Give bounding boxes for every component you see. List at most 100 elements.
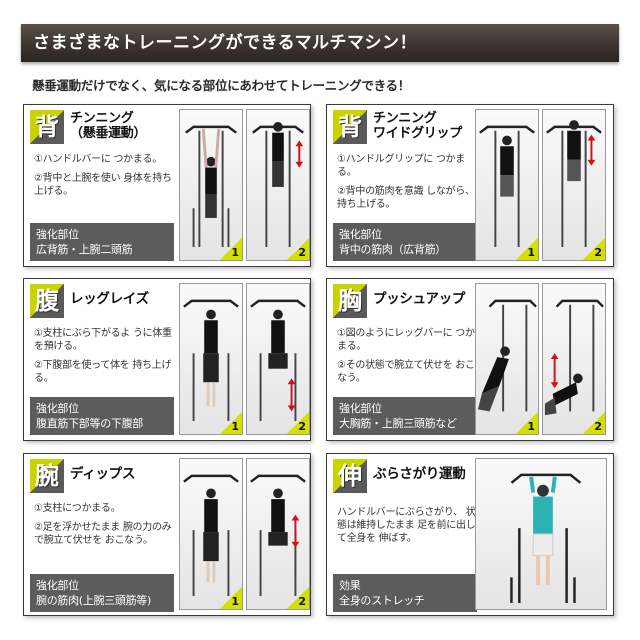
effect-label: 強化部位 [36, 228, 79, 241]
effect-value: 大胸筋・上腕三頭筋など [339, 417, 457, 430]
photo-step-1: 1 [475, 109, 539, 261]
effect-box: 強化部位 腕の筋肉(上腕三頭筋等) [30, 574, 174, 612]
exercise-title: チンニング ワイドグリップ [373, 111, 462, 141]
exercise-title: ディップス [70, 466, 136, 482]
step-1: ハンドルバーにぶらさがり、 状態は維持したまま 足を前に出して全身を 伸ばす。 [337, 507, 476, 544]
effect-box: 強化部位 腹直筋下部等の下腹部 [30, 397, 174, 435]
pull-up-rack-illustration [546, 120, 602, 247]
step-number: 1 [527, 420, 535, 433]
effect-value: 腹直筋下部等の下腹部 [36, 417, 143, 430]
body-part-badge: 背 [30, 110, 64, 144]
effect-label: 強化部位 [36, 402, 79, 415]
instructions: ①図のようにレッグバーに つかまる。 ②その状態で腕立て伏せを おこなう。 [337, 327, 477, 391]
step-number: 1 [231, 420, 239, 433]
pull-up-rack-illustration [477, 299, 537, 412]
step-2: ②足を浮かせたまま 腕の力のみで腕立て伏せを おこなう。 [34, 522, 172, 546]
step-number: 2 [298, 420, 306, 433]
instructions: ①ハンドルバーに つかまる。 ②背中と上腕を使い 身体を持ち上げる。 [34, 153, 174, 204]
effect-label: 効果 [339, 579, 361, 592]
step-number: 2 [594, 246, 602, 259]
step-1: ①支柱にぶら下がるよ うに体重を預ける。 [34, 328, 172, 352]
step-number: 2 [298, 246, 306, 259]
step-2: ②背中の筋肉を意識 しながら、持ち上げる。 [337, 186, 475, 210]
effect-value: 背中の筋肉（広背筋） [339, 243, 446, 256]
body-part-badge: 腹 [30, 284, 64, 318]
effect-label: 強化部位 [36, 579, 79, 592]
step-2: ②下腹部を使って体を 持ち上げる。 [34, 360, 172, 384]
step-number-badge: 2 [287, 587, 309, 609]
photo-step-1: 1 [475, 283, 539, 435]
instructions: ①支柱にぶら下がるよ うに体重を預ける。 ②下腹部を使って体を 持ち上げる。 [34, 327, 174, 391]
instructions: ①支柱につかまる。 ②足を浮かせたまま 腕の力のみで腕立て伏せを おこなう。 [34, 502, 174, 553]
pull-up-rack-illustration [510, 473, 582, 603]
effect-box: 強化部位 大胸筋・上腕三頭筋など [333, 397, 477, 435]
pull-up-rack-illustration [544, 299, 604, 416]
step-number: 2 [594, 420, 602, 433]
card-hanging: 伸 ぶらさがり運動 ハンドルバーにぶらさがり、 状態は維持したまま 足を前に出し… [326, 453, 614, 616]
effect-value: 腕の筋肉(上腕三頭筋等) [36, 594, 151, 607]
pull-up-rack-illustration [479, 125, 535, 247]
photo-hanging [475, 458, 607, 610]
step-number-badge: 2 [583, 412, 605, 434]
step-number-badge: 1 [220, 587, 242, 609]
body-part-badge: 背 [333, 110, 367, 144]
photo-step-1: 1 [179, 283, 243, 435]
effect-label: 強化部位 [339, 402, 382, 415]
exercise-title: プッシュアップ [373, 291, 466, 307]
pull-up-rack-illustration [183, 299, 239, 421]
step-number: 1 [231, 595, 239, 608]
pull-up-rack-illustration [185, 125, 237, 247]
title-line1: チンニング [70, 111, 134, 126]
step-1: ①ハンドルバーに つかまる。 [34, 154, 162, 165]
step-number-badge: 1 [220, 412, 242, 434]
page-subtitle: 懸垂運動だけでなく、気になる部位にあわせてトレーニングできる！ [32, 78, 410, 93]
step-number: 1 [231, 246, 239, 259]
step-1: ①ハンドルグリップに つかまる。 [337, 154, 465, 178]
step-2: ②背中と上腕を使い 身体を持ち上げる。 [34, 173, 172, 197]
step-1: ①支柱につかまる。 [34, 503, 121, 514]
body-part-badge: 伸 [333, 459, 367, 493]
effect-box: 強化部位 背中の筋肉（広背筋） [333, 223, 477, 261]
exercise-title: レッグレイズ [70, 291, 149, 307]
step-number-badge: 2 [583, 238, 605, 260]
step-number: 2 [298, 595, 306, 608]
step-number-badge: 1 [516, 412, 538, 434]
exercise-title: ぶらさがり運動 [373, 466, 466, 482]
photo-step-2: 2 [246, 109, 310, 261]
step-2: ②その状態で腕立て伏せを おこなう。 [337, 360, 475, 384]
pull-up-rack-illustration [250, 299, 306, 421]
title-line2: （懸垂運動） [70, 126, 147, 141]
pull-up-rack-illustration [250, 474, 306, 596]
photo-step-1: 1 [179, 109, 243, 261]
photo-step-2: 2 [246, 283, 310, 435]
effect-value: 広背筋・上腕二頭筋 [36, 243, 133, 256]
card-dips: 腕 ディップス ①支柱につかまる。 ②足を浮かせたまま 腕の力のみで腕立て伏せを… [23, 453, 311, 616]
page-banner: さまざまなトレーニングができるマルチマシン！ [21, 24, 619, 62]
instructions: ハンドルバーにぶらさがり、 状態は維持したまま 足を前に出して全身を 伸ばす。 [337, 506, 477, 551]
title-line1: チンニング [373, 111, 437, 126]
card-push-up: 胸 プッシュアップ ①図のようにレッグバーに つかまる。 ②その状態で腕立て伏せ… [326, 278, 614, 441]
pull-up-rack-illustration [183, 474, 239, 596]
effect-value: 全身のストレッチ [339, 594, 425, 607]
photo-step-2: 2 [246, 458, 310, 610]
photo-step-1: 1 [179, 458, 243, 610]
step-number-badge: 2 [287, 238, 309, 260]
exercise-title: チンニング （懸垂運動） [70, 111, 147, 141]
step-number: 1 [527, 246, 535, 259]
photo-step-2: 2 [542, 109, 606, 261]
photo-step-2: 2 [542, 283, 606, 435]
instructions: ①ハンドルグリップに つかまる。 ②背中の筋肉を意識 しながら、持ち上げる。 [337, 153, 477, 217]
card-wide-grip: 背 チンニング ワイドグリップ ①ハンドルグリップに つかまる。 ②背中の筋肉を… [326, 104, 614, 267]
effect-box: 効果 全身のストレッチ [333, 574, 477, 612]
step-1: ①図のようにレッグバーに つかまる。 [337, 328, 475, 352]
pull-up-rack-illustration [252, 122, 304, 247]
step-number-badge: 2 [287, 412, 309, 434]
card-leg-raise: 腹 レッグレイズ ①支柱にぶら下がるよ うに体重を預ける。 ②下腹部を使って体を… [23, 278, 311, 441]
body-part-badge: 腕 [30, 459, 64, 493]
effect-label: 強化部位 [339, 228, 382, 241]
step-number-badge: 1 [516, 238, 538, 260]
card-chinning: 背 チンニング （懸垂運動） ①ハンドルバーに つかまる。 ②背中と上腕を使い … [23, 104, 311, 267]
title-line2: ワイドグリップ [373, 126, 462, 141]
step-number-badge: 1 [220, 238, 242, 260]
body-part-badge: 胸 [333, 284, 367, 318]
